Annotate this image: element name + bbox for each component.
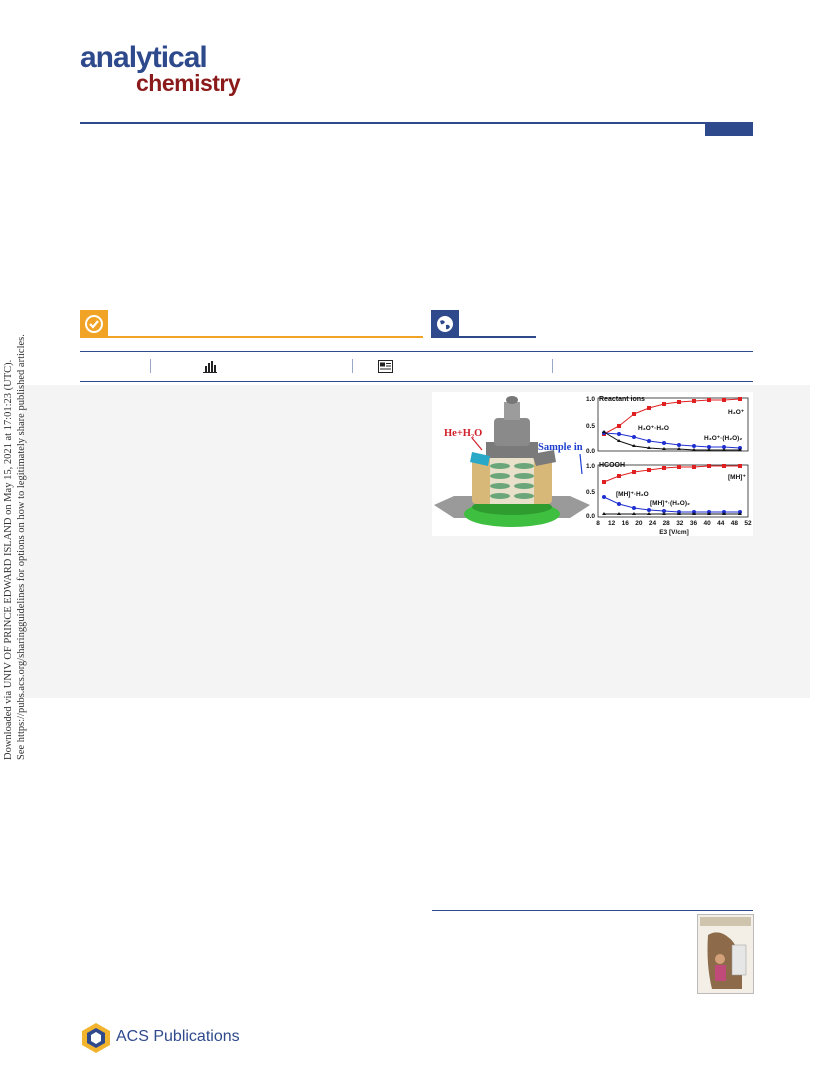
top-ytick: 0.0	[586, 448, 595, 455]
metrics-rule-top	[80, 351, 753, 352]
top-series-label: H₃O⁺·(H₂O)₂	[704, 435, 742, 442]
globe-icon	[437, 316, 453, 332]
bottom-series-label: [MH]⁺·(H₂O)₂	[650, 500, 690, 507]
reactant-ions-plot: Reactant ions 1.0 0.5 0.0 H₃O⁺ H₃O⁺·H₂O …	[586, 396, 749, 455]
journal-logo-top: analytical	[80, 41, 208, 74]
article-icon[interactable]	[378, 360, 393, 378]
journal-logo[interactable]: analytical chemistry	[80, 41, 241, 96]
header-rule	[80, 122, 753, 124]
download-notice-line2: See https://pubs.acs.org/sharingguidelin…	[16, 334, 27, 760]
access-bar-blue	[459, 336, 536, 338]
x-tick-label: 8	[596, 520, 600, 527]
bottom-ytick: 0.5	[586, 489, 595, 496]
x-tick-label: 48	[731, 520, 739, 527]
metrics-divider	[150, 359, 151, 373]
x-tick-label: 52	[744, 520, 752, 527]
download-notice-line1: Downloaded via UNIV OF PRINCE EDWARD ISL…	[3, 359, 14, 760]
ion-source-illustration	[434, 396, 590, 527]
bar-chart-icon[interactable]	[203, 360, 217, 378]
publisher-logo[interactable]: ACS Publications	[80, 1022, 240, 1059]
bottom-ytick: 1.0	[586, 463, 595, 470]
top-plot-title: Reactant ions	[599, 396, 645, 403]
top-ytick: 0.5	[586, 423, 595, 430]
bottom-ytick: 0.0	[586, 513, 595, 520]
metrics-divider	[352, 359, 353, 373]
publisher-name: ACS Publications	[116, 1028, 240, 1045]
journal-cover-thumbnail[interactable]	[697, 914, 754, 994]
top-ytick: 1.0	[586, 396, 595, 403]
x-tick-label: 40	[703, 520, 711, 527]
x-axis-label: E3 [V/cm]	[659, 529, 689, 536]
access-globe-badge[interactable]	[431, 310, 459, 338]
journal-logo-bottom: chemistry	[136, 70, 241, 96]
bottom-series-label: [MH]⁺	[728, 474, 746, 481]
sample-in-label: Sample in	[538, 442, 583, 453]
x-tick-label: 36	[690, 520, 698, 527]
x-tick-label: 20	[635, 520, 643, 527]
x-axis-ticks: 8 12 16 20 24 28 32 36 40 44 48 52	[596, 520, 752, 527]
top-series-label: H₃O⁺·H₂O	[638, 425, 669, 432]
x-tick-label: 28	[663, 520, 671, 527]
bottom-plot-title: HCOOH	[599, 462, 625, 469]
acs-hexagon-icon	[82, 1023, 110, 1053]
x-tick-label: 16	[622, 520, 630, 527]
x-tick-label: 32	[676, 520, 684, 527]
top-series-label: H₃O⁺	[728, 409, 745, 416]
download-notice: Downloaded via UNIV OF PRINCE EDWARD ISL…	[2, 40, 28, 760]
access-check-badge[interactable]	[80, 310, 108, 338]
toc-graphic[interactable]: He+H₂O Sample in Reactant ions 1.0 0.5 0…	[432, 392, 753, 536]
metrics-rule-bottom	[80, 381, 753, 382]
x-tick-label: 24	[649, 520, 657, 527]
bottom-series-label: [MH]⁺·H₂O	[616, 491, 649, 498]
article-type-tab	[705, 122, 753, 136]
x-tick-label: 44	[717, 520, 725, 527]
checkmark-icon	[85, 315, 103, 333]
footnote-rule	[432, 910, 753, 911]
metrics-divider	[552, 359, 553, 373]
gas-in-label: He+H₂O	[444, 428, 482, 439]
x-tick-label: 12	[608, 520, 616, 527]
access-bar-orange	[108, 336, 423, 338]
hcooh-plot: HCOOH 1.0 0.5 0.0 [MH]⁺ [MH]⁺·H₂O [MH]⁺·…	[586, 462, 749, 520]
